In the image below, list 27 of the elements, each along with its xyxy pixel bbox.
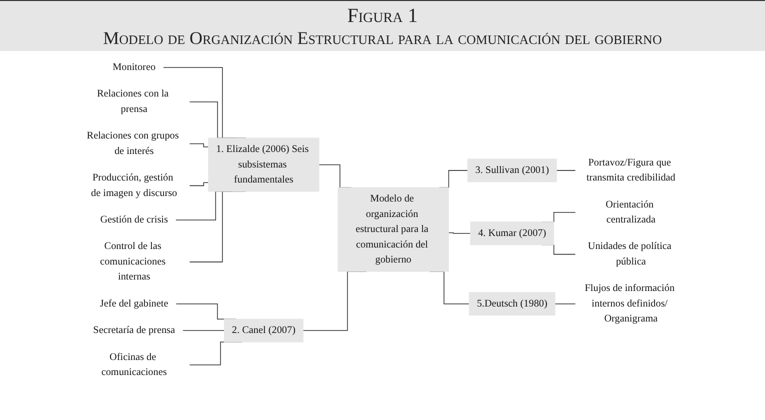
connector bbox=[188, 182, 209, 186]
figure-title: Figura 1 bbox=[346, 5, 419, 28]
node-box: 2. Canel (2007) bbox=[224, 318, 304, 342]
connector bbox=[554, 303, 576, 304]
connector bbox=[182, 330, 225, 331]
node-text: Relaciones con la prensa bbox=[96, 88, 169, 115]
node-text: Relaciones con grupos de interés bbox=[86, 130, 179, 156]
node-text: Producción, gestión de imagen y discurso bbox=[91, 172, 178, 198]
figure-heading: Modelo de Organización Estructural para la comunicación del gobierno bbox=[102, 28, 663, 49]
node-text: Orientación centralizada bbox=[606, 199, 656, 226]
connector bbox=[556, 170, 576, 171]
node-text: Oficinas de comunicaciones bbox=[101, 352, 167, 378]
node-text: Jefe del gabinete bbox=[100, 298, 168, 309]
node-text: Unidades de política pública bbox=[588, 240, 672, 268]
connector bbox=[448, 232, 471, 234]
node-box: 5.Deutsch (1980) bbox=[468, 292, 556, 316]
node-box: 1. Elizalde (2006) Seis subsistemas fundamentales bbox=[208, 138, 320, 192]
node-text: Control de las comunicaciones internas bbox=[100, 240, 166, 282]
node-text: Flujos de información internos definidos/ Organigrama bbox=[584, 282, 675, 324]
connector bbox=[188, 143, 209, 148]
node-text: Gestión de crisis bbox=[100, 214, 168, 226]
node-box: Modelo de organización estructural para la comunicación del gobierno bbox=[338, 187, 449, 272]
node-box: 3. Sullivan (2001) bbox=[467, 158, 557, 182]
node-text: Secretaría de prensa bbox=[93, 324, 175, 336]
node-text: Portavoz/Figura que transmita credibilidad bbox=[586, 157, 676, 184]
node-text: Monitoreo bbox=[112, 62, 156, 73]
node-box: 4. Kumar (2007) bbox=[470, 222, 554, 246]
